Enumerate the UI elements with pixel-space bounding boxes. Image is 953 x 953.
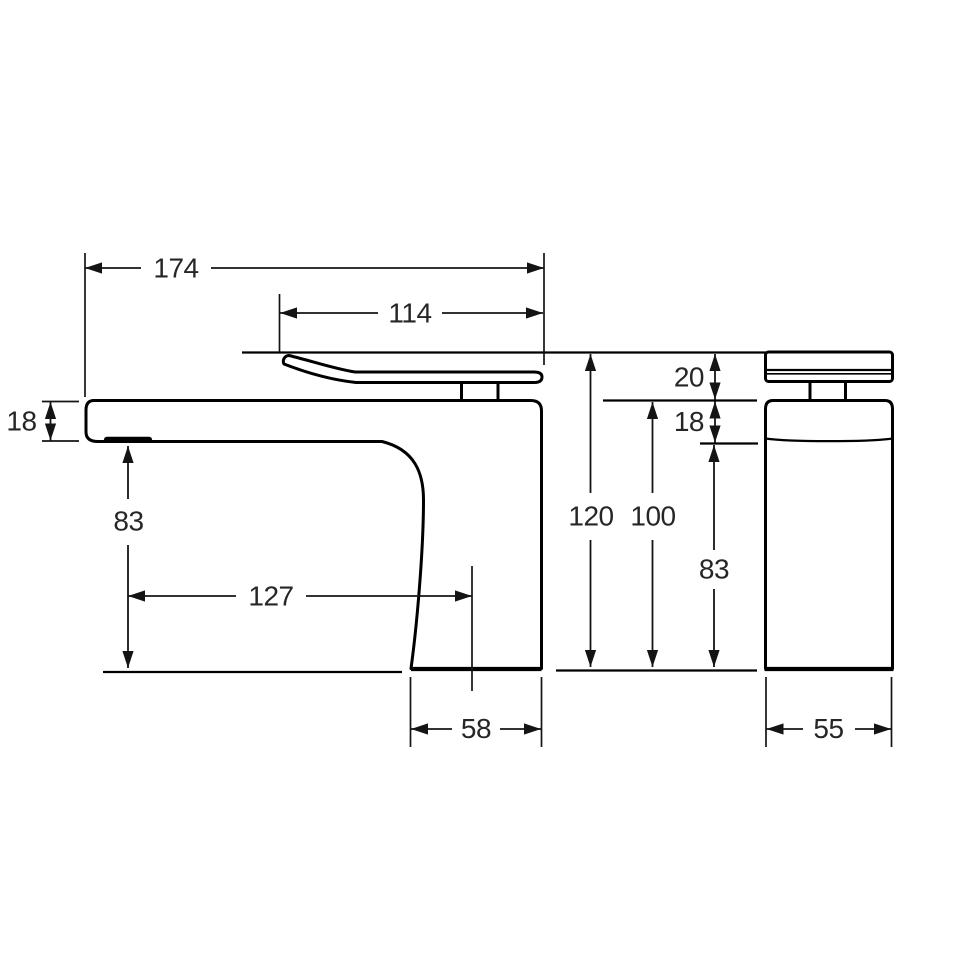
dim-front-handle-length: 114	[278, 294, 543, 352]
projection-lines	[103, 351, 766, 674]
dim-side-lower-body-height: 83	[699, 445, 730, 667]
dim-label-side-body-width: 55	[813, 713, 843, 744]
dim-label-overall-height: 120	[568, 501, 613, 532]
dim-label-handle-length: 114	[388, 298, 431, 329]
front-body-outline	[84, 399, 543, 670]
dim-label-handle-gap: 20	[674, 362, 704, 393]
dim-label-spout-height: 83	[113, 506, 143, 537]
front-lever-handle	[281, 354, 544, 384]
side-handle-plate	[764, 350, 894, 383]
dim-label-spout-reach: 127	[248, 581, 293, 612]
dim-side-overall-height: 120	[568, 354, 614, 667]
dim-label-top-section-height: 18	[674, 406, 704, 437]
dim-front-spout-thickness: 18	[6, 400, 79, 442]
front-view	[84, 354, 544, 672]
dim-label-spout-thickness: 18	[6, 406, 36, 437]
side-view	[764, 350, 894, 672]
dim-front-overall-width: 174	[84, 253, 545, 397]
dim-side-handle-gap: 20	[674, 354, 721, 400]
dim-front-spout-reach: 127	[128, 566, 473, 691]
dim-side-body-width: 55	[765, 677, 893, 747]
dim-front-body-depth: 58	[409, 677, 543, 747]
dim-front-spout-height: 83	[113, 446, 144, 668]
dim-side-body-height: 100	[630, 402, 676, 667]
dim-label-lower-body-height: 83	[699, 554, 729, 585]
dim-side-top-section-height: 18	[674, 401, 721, 443]
dim-label-body-depth: 58	[461, 713, 491, 744]
dim-label-overall-width: 174	[153, 253, 198, 284]
side-body-ring-line	[765, 437, 893, 443]
dim-label-body-height: 100	[630, 501, 675, 532]
